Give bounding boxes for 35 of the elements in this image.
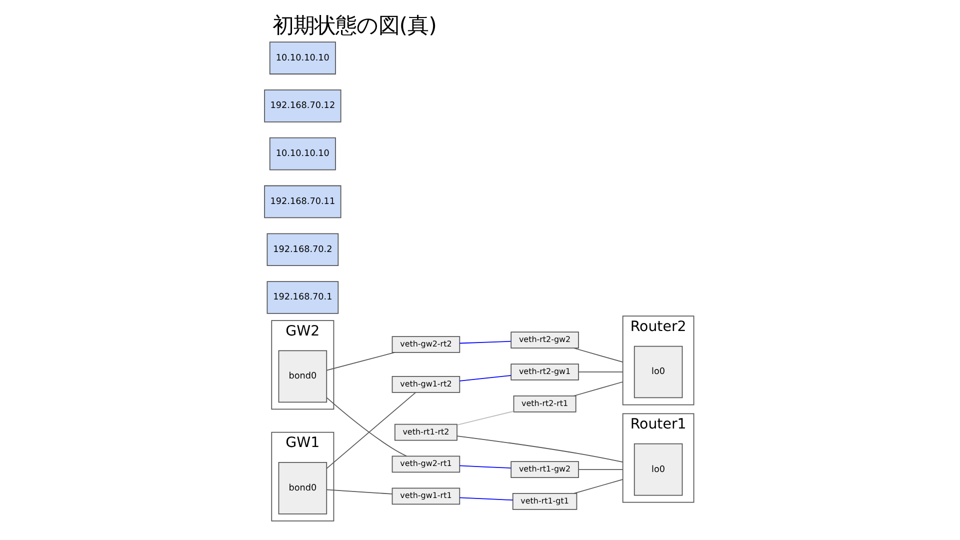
connector <box>326 352 395 371</box>
node-box: veth-rt2-gw2 <box>510 332 578 348</box>
node-box: veth-rt2-rt1 <box>512 396 576 412</box>
node-box: veth-rt1-gt1 <box>512 493 577 510</box>
node-box: bond0 <box>278 350 327 403</box>
node-box: veth-rt2-gw1 <box>510 364 578 380</box>
node-box: bond0 <box>278 462 327 514</box>
node-box: veth-rt1-rt2 <box>394 424 457 441</box>
connector <box>458 497 513 500</box>
node-box: 10.10.10.10 <box>268 42 336 74</box>
connector <box>578 469 623 470</box>
node-box: lo0 <box>633 443 682 496</box>
connector <box>326 392 416 469</box>
connector <box>458 340 511 344</box>
connector <box>572 381 623 396</box>
node-box: veth-gw2-rt1 <box>391 456 460 473</box>
node-box: 192.168.70.11 <box>264 185 341 218</box>
node-box: veth-gw1-rt2 <box>391 376 460 393</box>
node-box: 192.168.70.12 <box>264 90 341 122</box>
node-box: veth-gw1-rt1 <box>391 488 460 505</box>
connector <box>456 436 623 463</box>
node-box: 192.168.70.2 <box>266 233 338 266</box>
connector <box>326 489 392 494</box>
node-box: lo0 <box>633 346 682 398</box>
connector <box>458 375 511 382</box>
connector <box>572 348 623 363</box>
connector <box>326 397 407 457</box>
node-box: 192.168.70.1 <box>266 281 338 314</box>
connector <box>458 465 511 468</box>
diagram-title: 初期状態の図(真) <box>272 13 436 38</box>
connector <box>572 478 623 494</box>
node-box: veth-gw2-rt2 <box>391 336 460 353</box>
node-box: 10.10.10.10 <box>268 137 336 170</box>
connector <box>456 410 514 426</box>
node-box: veth-rt1-gw2 <box>510 461 578 478</box>
